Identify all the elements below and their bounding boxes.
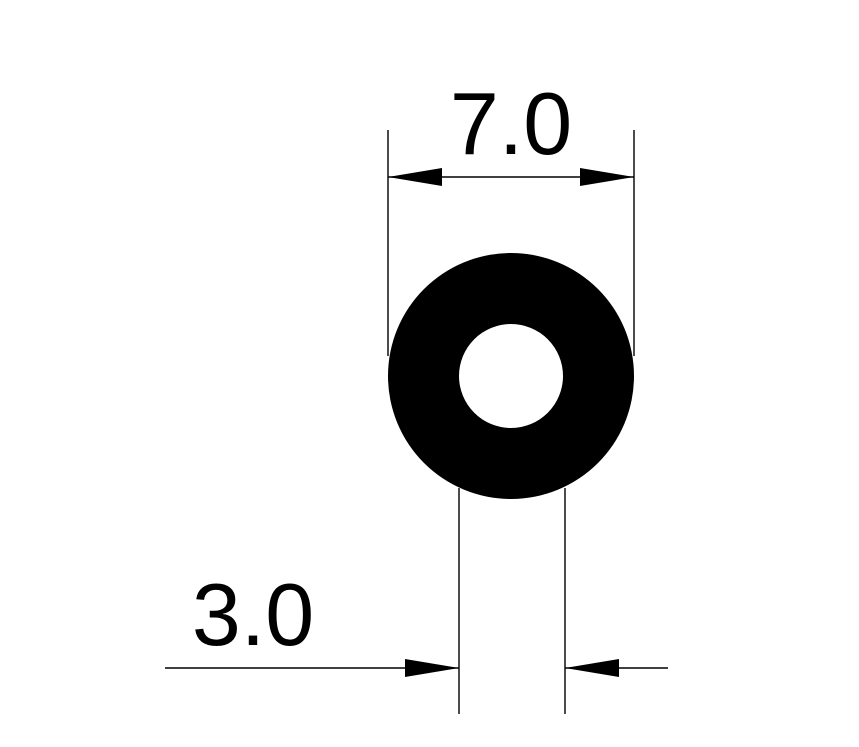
inner-arrow-left [405,659,459,677]
inner-diameter-dimension: 3.0 [165,488,668,714]
inner-arrow-right [565,659,619,677]
outer-arrow-left [388,168,442,186]
inner-diameter-label: 3.0 [192,565,314,664]
outer-diameter-dimension: 7.0 [387,74,635,356]
outer-arrow-right [580,168,634,186]
ring-profile-inner-hole [459,324,563,428]
outer-diameter-label: 7.0 [450,74,572,173]
